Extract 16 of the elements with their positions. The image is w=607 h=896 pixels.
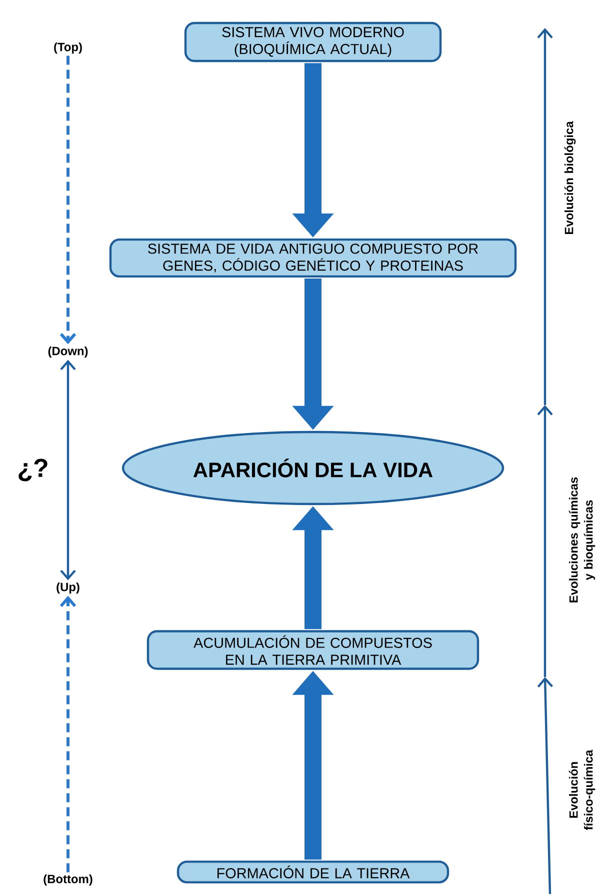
dashed-arrow xyxy=(60,56,76,344)
process-box: SISTEMA VIVO MODERNO (BIOQUÍMICA ACTUAL) xyxy=(184,22,442,62)
stage-label: Evoluciones químicas y bioquímicas xyxy=(568,477,596,602)
stage-label: (Up) xyxy=(56,582,80,594)
question-mark: ¿? xyxy=(18,458,48,482)
stage-label: Evolución físico-química xyxy=(568,750,596,830)
double-arrow xyxy=(60,360,76,580)
process-box: SISTEMA DE VIDA ANTIGUO COMPUESTO POR GENES, CÓDIGO GENÉTICO Y PROTEINAS xyxy=(109,238,517,278)
process-box: FORMACIÓN DE LA TIERRA xyxy=(176,860,450,884)
stage-label: (Bottom) xyxy=(44,874,92,886)
stage-label: Evolución biológica xyxy=(564,121,576,234)
dashed-arrow xyxy=(60,596,76,872)
process-box: ACUMULACIÓN DE COMPUESTOS EN LA TIERRA PRIMITIVA xyxy=(146,630,480,670)
stage-label: (Down) xyxy=(48,346,88,358)
ellipse-node: APARICIÓN DE LA VIDA xyxy=(122,430,504,506)
stage-label: (Top) xyxy=(54,42,82,54)
